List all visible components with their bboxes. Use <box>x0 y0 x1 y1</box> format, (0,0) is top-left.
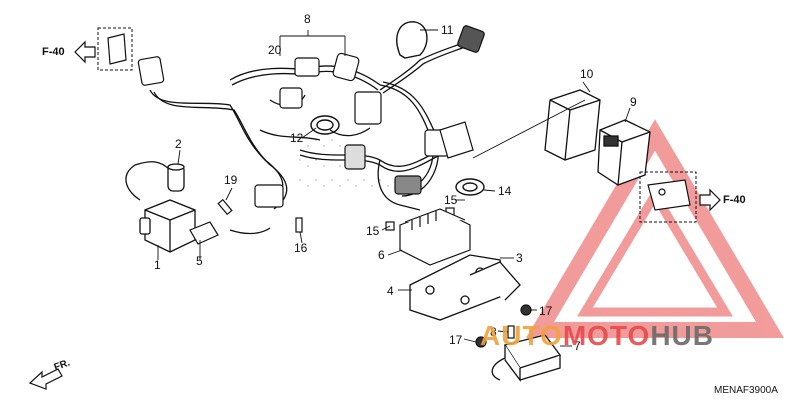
callout-3: 3 <box>516 251 523 265</box>
plug-cap-2 <box>167 163 185 192</box>
watermark-hub: HUB <box>650 320 714 351</box>
front-arrow-icon <box>28 368 63 390</box>
ref-label-left: F-40 <box>42 46 65 58</box>
watermark-moto: MOTO <box>562 320 651 351</box>
regulator-6 <box>399 208 471 266</box>
callout-6: 6 <box>378 248 385 262</box>
relay-box-9 <box>597 119 651 186</box>
callout-17b: 17 <box>449 333 463 347</box>
ignition-coil-1 <box>139 199 196 253</box>
harness-connectors <box>137 25 485 208</box>
bracket-5 <box>189 221 219 245</box>
stay-plate-4 <box>409 254 521 321</box>
callout-5: 5 <box>196 254 203 268</box>
callout-15b: 15 <box>366 224 380 238</box>
watermark-triangle <box>525 119 785 338</box>
ref-frame-left <box>97 27 133 71</box>
callout-10: 10 <box>580 67 594 81</box>
callout-16: 16 <box>294 241 308 255</box>
callout-4: 4 <box>387 284 394 298</box>
bracket-in-frame-right <box>647 179 691 211</box>
callout-11: 11 <box>441 23 454 37</box>
callout-12: 12 <box>290 131 304 145</box>
callout-8b: 8 <box>490 325 497 339</box>
callout-7: 7 <box>574 339 581 353</box>
ref-frame-right <box>639 171 697 223</box>
watermark-text: AUTOMOTOHUB <box>480 320 714 352</box>
diagram-code: MENAF3900A <box>714 385 778 396</box>
bracket-in-frame-left <box>107 33 127 65</box>
clamp-14 <box>455 178 485 196</box>
watermark-auto: AUTO <box>480 320 563 351</box>
clamp-12 <box>310 115 340 135</box>
callout-14: 14 <box>498 184 512 198</box>
callout-2: 2 <box>175 137 182 151</box>
callout-8: 8 <box>304 12 311 26</box>
ref-arrow-right <box>699 188 721 212</box>
condenser-7 <box>491 334 562 382</box>
leader-lines <box>157 29 631 347</box>
relay-box-10 <box>544 89 601 161</box>
callout-1: 1 <box>154 258 161 272</box>
callout-20: 20 <box>268 43 282 57</box>
callout-9: 9 <box>630 95 637 109</box>
ref-label-right: F-40 <box>723 194 746 206</box>
ref-arrow-left <box>74 40 96 64</box>
callout-15a: 15 <box>444 193 458 207</box>
harness-tag <box>439 121 474 159</box>
callout-19: 19 <box>224 173 238 187</box>
callout-17a: 17 <box>539 304 553 318</box>
cable-tie-11 <box>396 21 428 59</box>
